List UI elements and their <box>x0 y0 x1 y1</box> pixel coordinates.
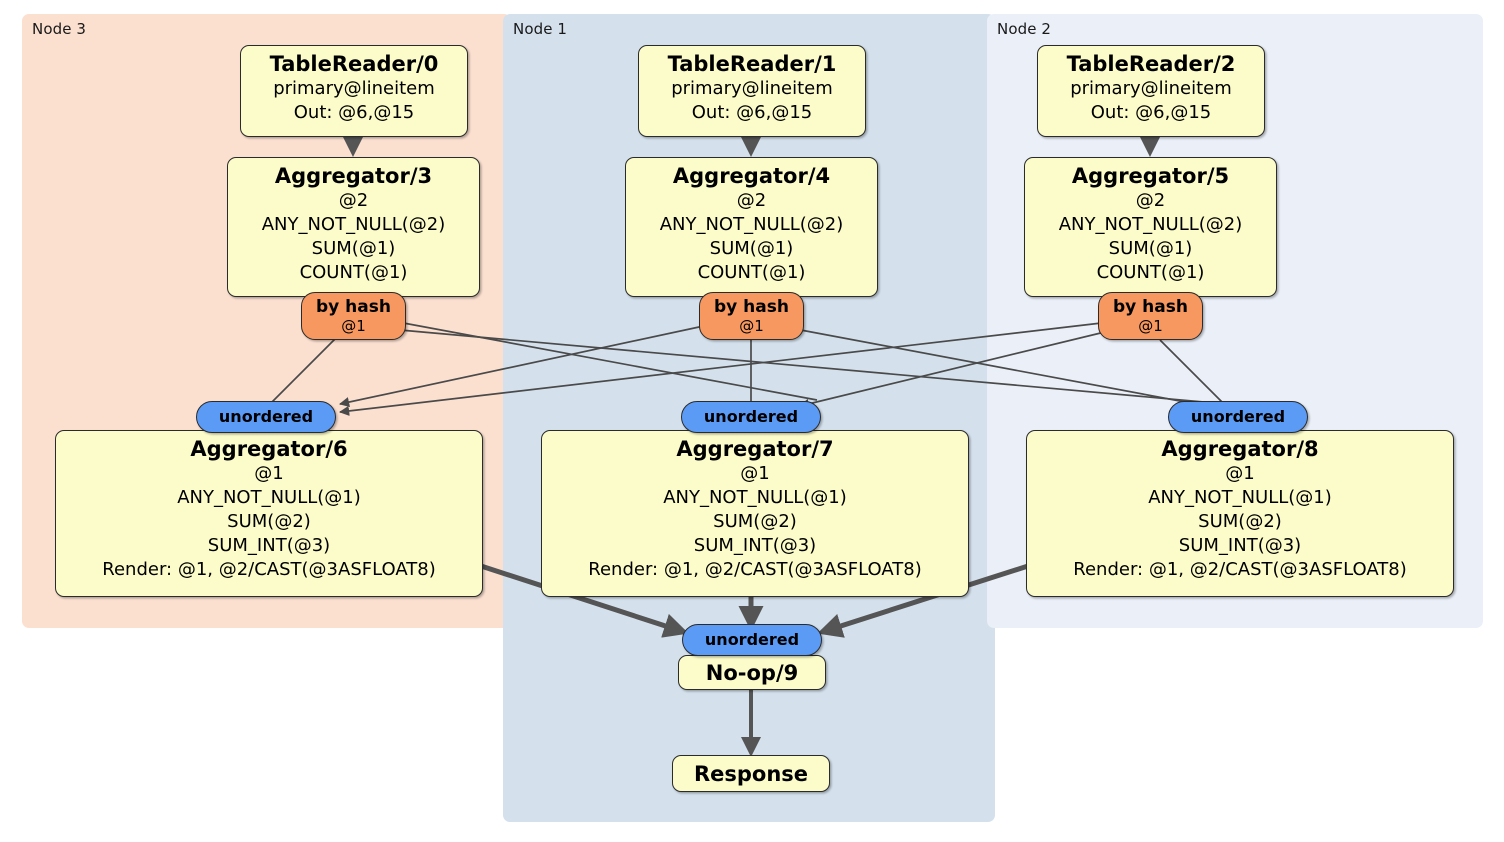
synchronizer-unordered-9[interactable]: unordered <box>682 624 822 656</box>
synchronizer-title: unordered <box>218 407 314 426</box>
processor-line: COUNT(@1) <box>697 262 806 283</box>
processor-title: TableReader/1 <box>667 52 837 76</box>
processor-line: ANY_NOT_NULL(@1) <box>177 487 361 508</box>
processor-line: SUM(@2) <box>1198 511 1282 532</box>
processor-title: Aggregator/8 <box>1161 437 1319 461</box>
processor-line: ANY_NOT_NULL(@2) <box>659 214 844 235</box>
processor-line: SUM_INT(@3) <box>1178 535 1302 556</box>
processor-aggregator-8[interactable]: Aggregator/8 @1 ANY_NOT_NULL(@1) SUM(@2)… <box>1026 430 1454 597</box>
processor-title: Aggregator/3 <box>274 164 433 188</box>
processor-line: COUNT(@1) <box>1096 262 1205 283</box>
processor-line: ANY_NOT_NULL(@1) <box>1148 487 1332 508</box>
processor-line: SUM(@2) <box>713 511 797 532</box>
router-by-hash-5[interactable]: by hash @1 <box>1098 292 1203 340</box>
processor-title: TableReader/2 <box>1066 52 1236 76</box>
router-line: @1 <box>1138 317 1163 335</box>
processor-aggregator-3[interactable]: Aggregator/3 @2 ANY_NOT_NULL(@2) SUM(@1)… <box>227 157 480 297</box>
processor-line: primary@lineitem <box>671 78 833 99</box>
processor-line: @1 <box>1225 463 1255 484</box>
processor-line-render: Render: @1, @2/CAST(@3ASFLOAT8) <box>102 559 436 580</box>
processor-line: @2 <box>736 190 767 211</box>
router-line: @1 <box>739 317 764 335</box>
processor-line: Out: @6,@15 <box>691 102 813 123</box>
processor-title: Aggregator/5 <box>1071 164 1230 188</box>
synchronizer-title: unordered <box>1190 407 1286 426</box>
processor-line: SUM(@1) <box>709 238 794 259</box>
processor-line: @2 <box>338 190 369 211</box>
processor-title: Aggregator/7 <box>676 437 834 461</box>
processor-line: @1 <box>254 463 284 484</box>
processor-title: Aggregator/6 <box>190 437 348 461</box>
router-title: by hash <box>1113 297 1188 317</box>
processor-noop-9[interactable]: No-op/9 <box>678 655 826 690</box>
processor-line: @1 <box>740 463 770 484</box>
synchronizer-unordered-8[interactable]: unordered <box>1168 401 1308 433</box>
processor-line: ANY_NOT_NULL(@1) <box>663 487 847 508</box>
synchronizer-title: unordered <box>704 630 800 649</box>
processor-line-render: Render: @1, @2/CAST(@3ASFLOAT8) <box>588 559 922 580</box>
processor-line-render: Render: @1, @2/CAST(@3ASFLOAT8) <box>1073 559 1407 580</box>
router-title: by hash <box>714 297 789 317</box>
processor-aggregator-6[interactable]: Aggregator/6 @1 ANY_NOT_NULL(@1) SUM(@2)… <box>55 430 483 597</box>
processor-line: primary@lineitem <box>1070 78 1232 99</box>
processor-line: ANY_NOT_NULL(@2) <box>261 214 446 235</box>
processor-title: Response <box>693 761 809 786</box>
node-label-node2: Node 2 <box>997 20 1052 38</box>
router-by-hash-3[interactable]: by hash @1 <box>301 292 406 340</box>
processor-aggregator-4[interactable]: Aggregator/4 @2 ANY_NOT_NULL(@2) SUM(@1)… <box>625 157 878 297</box>
processor-line: SUM_INT(@3) <box>207 535 331 556</box>
processor-aggregator-5[interactable]: Aggregator/5 @2 ANY_NOT_NULL(@2) SUM(@1)… <box>1024 157 1277 297</box>
processor-title: TableReader/0 <box>269 52 439 76</box>
synchronizer-unordered-6[interactable]: unordered <box>196 401 336 433</box>
node-label-node1: Node 1 <box>513 20 568 38</box>
processor-line: SUM(@1) <box>311 238 396 259</box>
router-title: by hash <box>316 297 391 317</box>
processor-line: SUM(@1) <box>1108 238 1193 259</box>
synchronizer-unordered-7[interactable]: unordered <box>681 401 821 433</box>
processor-line: ANY_NOT_NULL(@2) <box>1058 214 1243 235</box>
processor-response[interactable]: Response <box>672 755 830 792</box>
processor-line: primary@lineitem <box>273 78 435 99</box>
processor-line: @2 <box>1135 190 1166 211</box>
processor-line: Out: @6,@15 <box>293 102 415 123</box>
processor-line: Out: @6,@15 <box>1090 102 1212 123</box>
router-by-hash-4[interactable]: by hash @1 <box>699 292 804 340</box>
processor-line: COUNT(@1) <box>299 262 408 283</box>
processor-tablereader-0[interactable]: TableReader/0 primary@lineitem Out: @6,@… <box>240 45 468 137</box>
router-line: @1 <box>341 317 366 335</box>
processor-title: No-op/9 <box>705 660 799 685</box>
processor-title: Aggregator/4 <box>672 164 831 188</box>
processor-line: SUM(@2) <box>227 511 311 532</box>
node-label-node3: Node 3 <box>32 20 87 38</box>
processor-aggregator-7[interactable]: Aggregator/7 @1 ANY_NOT_NULL(@1) SUM(@2)… <box>541 430 969 597</box>
processor-tablereader-2[interactable]: TableReader/2 primary@lineitem Out: @6,@… <box>1037 45 1265 137</box>
synchronizer-title: unordered <box>703 407 799 426</box>
processor-line: SUM_INT(@3) <box>693 535 817 556</box>
processor-tablereader-1[interactable]: TableReader/1 primary@lineitem Out: @6,@… <box>638 45 866 137</box>
